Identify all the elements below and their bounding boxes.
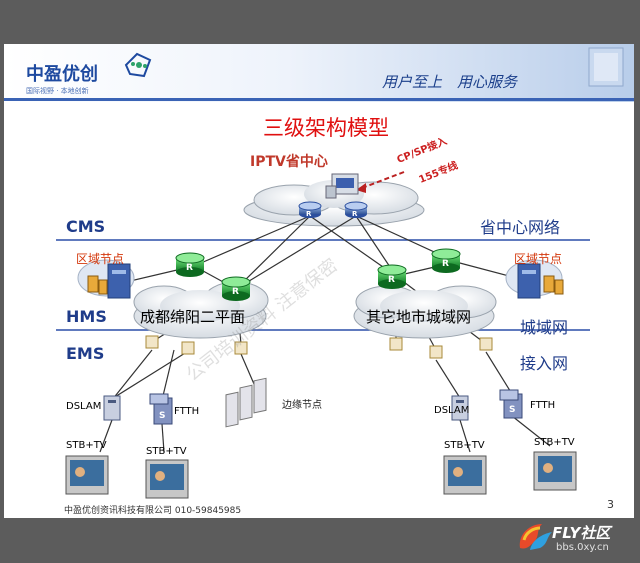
stb-label-2: STB+TV [146,446,187,457]
metro-left-label: 成都绵阳二平面 [140,308,246,326]
regional-server-left-icon [77,259,135,299]
tv-3-icon [443,455,487,495]
ftth-right-icon [499,389,523,419]
zone-provincial-label: 省中心网络 [480,218,561,237]
dslam-left-label: DSLAM [66,401,102,412]
zone-access-label: 接入网 [520,354,569,373]
fly-community-logo-icon [519,524,552,550]
dslam-right-label: DSLAM [434,405,470,416]
agg-switch-4-icon [389,337,403,351]
router-label-3: R [388,275,395,285]
network-diagram: R R [56,171,590,499]
edge-node-servers-icon [225,377,267,428]
router-label-1: R [186,263,193,273]
metro-router-4-icon [431,248,461,273]
level-hms-label: HMS [66,307,107,326]
agg-switch-6-icon [479,337,493,351]
metro-router-2-icon [221,276,251,301]
agg-switch-3-icon [234,341,248,355]
core-router-left-icon: R [298,201,322,218]
tv-1-icon [65,455,109,495]
stb-label-3: STB+TV [444,440,485,451]
svg-text:R: R [352,210,358,218]
logo-text: 中盈优创 [26,64,98,85]
tv-2-icon [145,459,189,499]
iptv-center-label: IPTV省中心 [250,154,328,170]
agg-switch-2-icon [181,341,195,355]
ftth-left-label: FTTH [174,406,200,417]
iptv-server-icon [325,173,359,199]
slide: 中盈优创 国际视野 · 本地创新 用户至上 用心服务 [4,44,634,518]
regional-node-right-label: 区域节点 [514,252,563,266]
regional-server-right-icon [505,259,564,299]
regional-node-left-label: 区域节点 [76,252,125,266]
header-band [4,44,634,102]
ftth-left-icon [149,393,173,425]
metro-router-3-icon [377,264,407,289]
site-badge-name: FLY社区 [552,524,611,542]
metro-right-label: 其它地市城域网 [366,308,472,326]
router-label-4: R [442,259,449,269]
tv-4-icon [533,451,577,491]
stb-label-4: STB+TV [534,437,575,448]
edge-node-label: 边缘节点 [282,400,322,411]
site-badge-url: bbs.0xy.cn [556,542,609,553]
core-router-right-icon: R [344,201,368,218]
svg-text:R: R [306,210,312,218]
ftth-switch-label-left: S [159,411,165,421]
metro-router-1-icon [175,252,205,277]
logo-subtext: 国际视野 · 本地创新 [26,87,89,95]
slide-title: 三级架构模型 [263,116,389,140]
router-label-2: R [232,287,239,297]
agg-switch-1-icon [145,335,159,349]
level-ems-label: EMS [66,344,105,363]
zone-metro-label: 城域网 [520,318,569,337]
logo-mark-icon [124,52,152,78]
footer-company: 中盈优创资讯科技有限公司 010-59845985 [64,506,242,516]
ftth-right-label: FTTH [530,400,556,411]
level-cms-label: CMS [66,217,106,236]
dslam-left-icon [103,395,121,421]
header-slogan: 用户至上 用心服务 [382,73,518,91]
ftth-switch-label-right: S [509,405,515,415]
dslam-right-icon [451,395,469,421]
agg-switch-5-icon [429,345,443,359]
stb-label-1: STB+TV [66,440,107,451]
page-number: 3 [607,498,614,511]
metro-cloud-right [353,285,497,339]
